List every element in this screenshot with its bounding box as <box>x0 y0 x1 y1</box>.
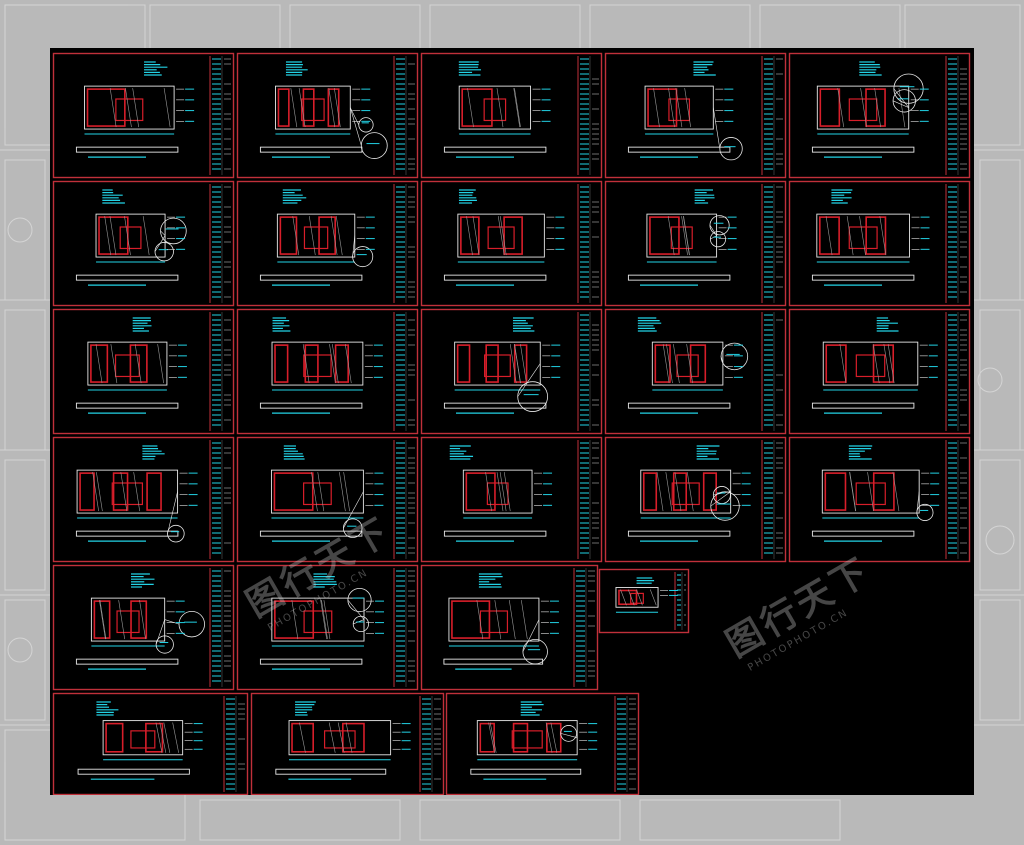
drawing-sheet[interactable] <box>52 692 249 795</box>
drawing-sheet[interactable] <box>52 564 235 691</box>
cad-model-space: 图行天下 PHOTOPHOTO.CN 图行天下 PHOTOPHOTO.CN <box>50 48 974 795</box>
drawing-sheet[interactable] <box>788 52 971 179</box>
drawing-sheet[interactable] <box>52 436 235 563</box>
drawing-sheet[interactable] <box>788 180 971 307</box>
drawing-sheet[interactable] <box>445 692 640 795</box>
drawing-sheet[interactable] <box>598 568 690 634</box>
drawing-sheet[interactable] <box>420 564 599 691</box>
drawing-sheet[interactable] <box>788 436 971 563</box>
drawing-sheet[interactable] <box>236 52 419 179</box>
drawing-sheet[interactable] <box>604 180 787 307</box>
drawing-sheet[interactable] <box>236 564 419 691</box>
drawing-sheet[interactable] <box>420 308 603 435</box>
drawing-sheet[interactable] <box>604 436 787 563</box>
drawing-sheet[interactable] <box>420 436 603 563</box>
drawing-sheet[interactable] <box>604 308 787 435</box>
drawing-sheet[interactable] <box>250 692 445 795</box>
drawing-sheet[interactable] <box>604 52 787 179</box>
drawing-sheet[interactable] <box>236 436 419 563</box>
drawing-sheets <box>52 52 971 795</box>
drawing-sheet[interactable] <box>52 52 235 179</box>
drawing-sheet[interactable] <box>236 308 419 435</box>
drawing-sheet[interactable] <box>788 308 971 435</box>
drawing-sheet[interactable] <box>52 308 235 435</box>
drawing-sheet[interactable] <box>236 180 419 307</box>
drawing-sheet[interactable] <box>52 180 235 307</box>
drawing-sheet[interactable] <box>420 52 603 179</box>
drawing-sheet[interactable] <box>420 180 603 307</box>
